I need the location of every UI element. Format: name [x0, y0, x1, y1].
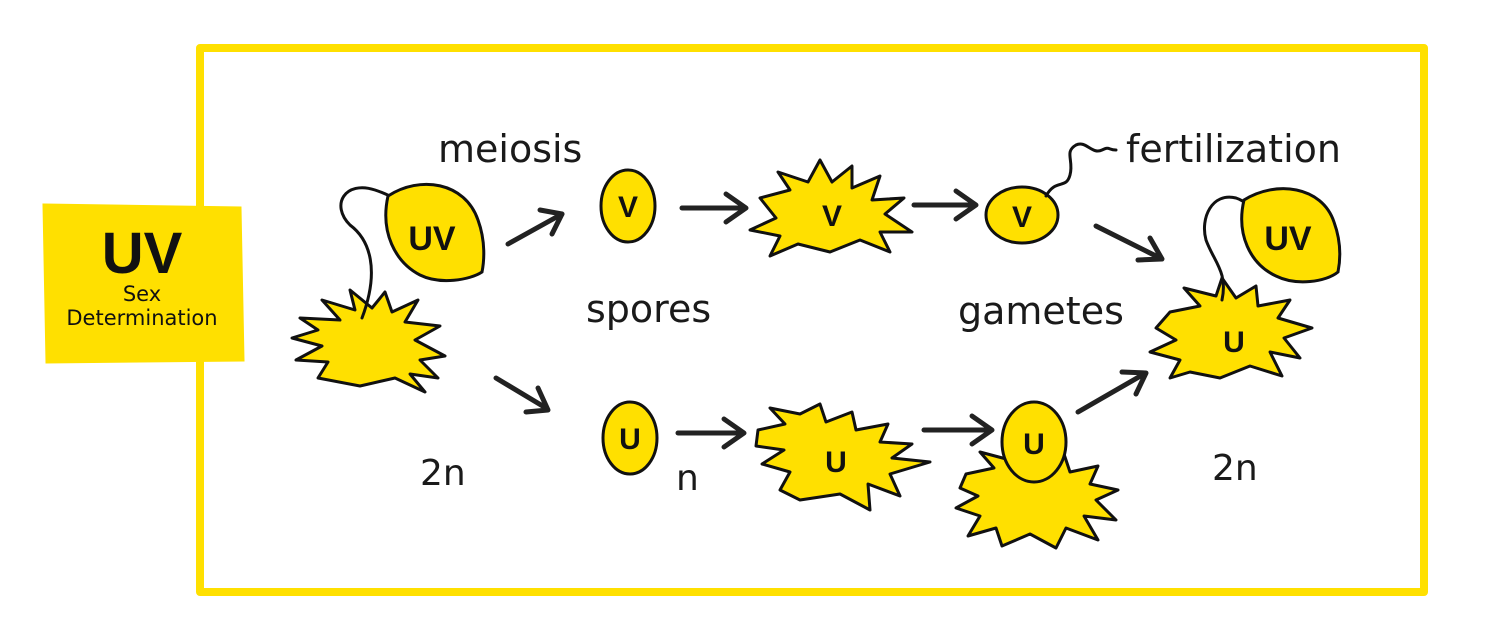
- arrow-right-icon: [911, 188, 979, 222]
- fertilization-label: fertilization: [1126, 127, 1341, 171]
- title-badge: UV Sex Determination: [42, 203, 245, 364]
- spore-u-label: U: [619, 423, 641, 456]
- offspring-seta: [1203, 195, 1248, 302]
- offspring-plant-label: U: [1223, 326, 1245, 359]
- gamete-u-label: U: [1023, 428, 1045, 461]
- parent-plant: [290, 288, 447, 394]
- gametes-label: gametes: [958, 289, 1124, 333]
- badge-title: UV: [102, 221, 183, 286]
- sperm-tail: [1044, 142, 1118, 198]
- ploidy-middle-label: n: [676, 458, 699, 499]
- arrow-right-icon: [493, 375, 551, 415]
- gametophyte-u-label: U: [825, 446, 847, 479]
- arrow-right-icon: [1075, 369, 1149, 415]
- gametophyte-u: U: [754, 402, 932, 512]
- gametophyte-v-label: V: [822, 200, 842, 233]
- arrow-right-icon: [505, 207, 565, 247]
- parent-capsule: UV: [384, 182, 486, 282]
- arrow-right-icon: [679, 191, 749, 225]
- badge-subtitle-line2: Determination: [66, 306, 217, 330]
- ploidy-left-label: 2n: [420, 453, 466, 494]
- offspring-capsule: UV: [1240, 187, 1342, 284]
- arrow-right-icon: [921, 413, 995, 447]
- meiosis-label: meiosis: [438, 127, 582, 171]
- offspring-capsule-label: UV: [1264, 220, 1312, 258]
- parent-capsule-label: UV: [408, 220, 456, 258]
- badge-subtitle-line1: Sex: [123, 282, 161, 306]
- spore-v: V: [599, 168, 657, 244]
- arrow-right-icon: [1093, 223, 1165, 263]
- spore-v-label: V: [618, 191, 638, 224]
- gamete-v-label: V: [1012, 201, 1032, 234]
- arrow-right-icon: [675, 416, 747, 450]
- offspring-plant: U: [1148, 276, 1314, 380]
- spores-label: spores: [586, 287, 711, 331]
- spore-u: U: [601, 400, 659, 476]
- ploidy-right-label: 2n: [1212, 448, 1258, 489]
- gamete-u: U: [1000, 400, 1068, 484]
- gamete-v: V: [984, 185, 1060, 245]
- gametophyte-v: V: [748, 158, 914, 258]
